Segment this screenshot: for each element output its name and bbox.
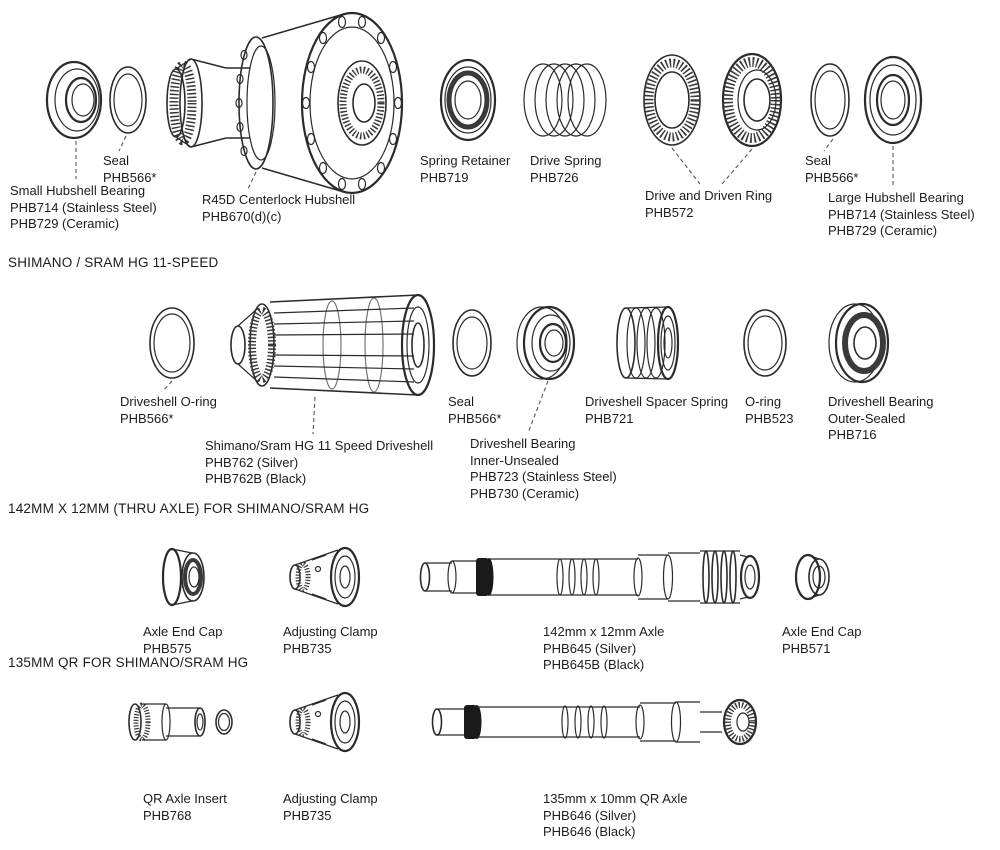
driven-ring-drawing xyxy=(721,52,783,148)
driveshell-bearing-outer-drawing xyxy=(828,302,890,384)
large-hubshell-bearing-drawing xyxy=(863,55,923,145)
leader-lines xyxy=(75,135,894,435)
label-driveshell-oring: Driveshell O-ring PHB566* xyxy=(120,394,217,426)
drive-spring-drawing xyxy=(523,63,607,137)
label-142mm-axle: 142mm x 12mm Axle PHB645 (Silver) PHB645… xyxy=(543,624,665,672)
oring-phb523-drawing xyxy=(743,309,787,377)
label-qr-axle-insert: QR Axle Insert PHB768 xyxy=(143,791,227,823)
label-driveshell: Shimano/Sram HG 11 Speed Driveshell PHB7… xyxy=(205,438,434,486)
qr-axle-insert-drawing xyxy=(128,702,233,742)
driveshell-spacer-spring-drawing xyxy=(616,305,680,381)
label-axle-end-cap-right: Axle End Cap PHB571 xyxy=(782,624,862,656)
centerlock-hubshell-drawing xyxy=(166,11,404,195)
label-seal-right: Seal PHB566* xyxy=(805,153,859,185)
drive-ring-drawing xyxy=(643,54,701,146)
label-large-hubshell-bearing: Large Hubshell Bearing PHB714 (Stainless… xyxy=(828,190,975,238)
label-drive-driven-ring: Drive and Driven Ring PHB572 xyxy=(645,188,773,220)
driveshell-seal-drawing xyxy=(452,309,492,377)
label-axle-end-cap-left: Axle End Cap PHB575 xyxy=(143,624,223,656)
seal-left-drawing xyxy=(109,66,147,134)
heading-135mm-qr: 135MM QR FOR SHIMANO/SRAM HG xyxy=(8,655,249,670)
label-small-hubshell-bearing: Small Hubshell Bearing PHB714 (Stainless… xyxy=(10,183,157,231)
small-hubshell-bearing-drawing xyxy=(45,60,103,140)
label-driveshell-seal: Seal PHB566* xyxy=(448,394,502,426)
label-135mm-qr-axle: 135mm x 10mm QR Axle PHB646 (Silver) PHB… xyxy=(543,791,688,839)
axle-end-cap-left-drawing xyxy=(161,547,205,607)
heading-142mm-thru-axle: 142MM X 12MM (THRU AXLE) FOR SHIMANO/SRA… xyxy=(8,501,370,516)
label-adjusting-clamp-qr: Adjusting Clamp PHB735 xyxy=(283,791,378,823)
label-driveshell-bearing-inner: Driveshell Bearing Inner-Unsealed PHB723… xyxy=(470,436,617,501)
label-seal-left: Seal PHB566* xyxy=(103,153,157,185)
seal-right-drawing xyxy=(810,63,850,137)
qr-axle-drawing xyxy=(431,698,758,746)
driveshell-oring-drawing xyxy=(149,307,195,379)
adjusting-clamp-drawing xyxy=(289,546,361,608)
label-oring-phb523: O-ring PHB523 xyxy=(745,394,794,426)
driveshell-drawing xyxy=(230,293,436,397)
label-centerlock-hubshell: R45D Centerlock Hubshell PHB670(d)(c) xyxy=(202,192,356,224)
label-adjusting-clamp: Adjusting Clamp PHB735 xyxy=(283,624,378,656)
spring-retainer-drawing xyxy=(439,58,497,142)
driveshell-bearing-inner-drawing xyxy=(516,305,576,381)
axle-end-cap-right-drawing xyxy=(794,553,830,601)
heading-shimano-sram-hg-11-speed: SHIMANO / SRAM HG 11-SPEED xyxy=(8,255,219,270)
adjusting-clamp-qr-drawing xyxy=(290,693,359,751)
label-spring-retainer: Spring Retainer PHB719 xyxy=(420,153,511,185)
label-driveshell-spacer-spring: Driveshell Spacer Spring PHB721 xyxy=(585,394,729,426)
label-drive-spring: Drive Spring PHB726 xyxy=(530,153,602,185)
label-driveshell-bearing-outer: Driveshell Bearing Outer-Sealed PHB716 xyxy=(828,394,934,442)
thru-axle-drawing xyxy=(419,550,761,604)
